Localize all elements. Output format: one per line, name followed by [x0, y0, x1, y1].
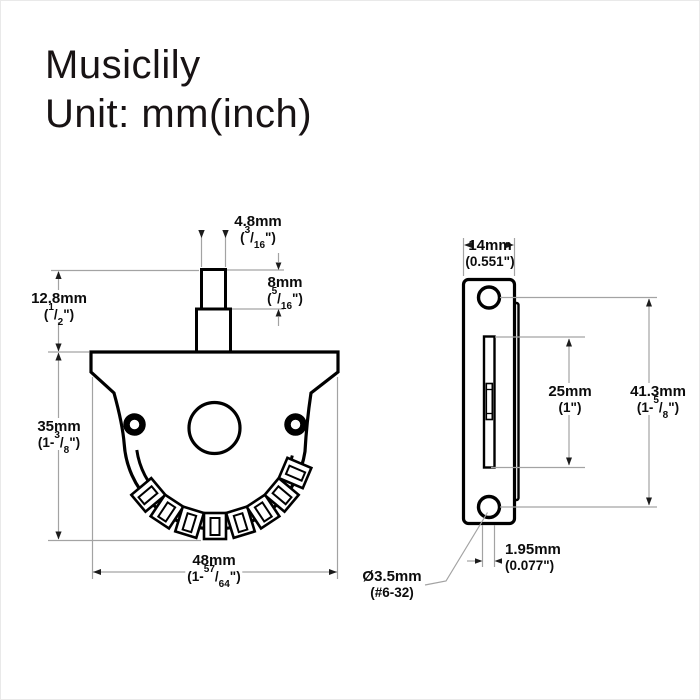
- lever-blade: [485, 382, 494, 421]
- terminal-lug: [202, 511, 228, 541]
- terminal-lug: [277, 456, 314, 490]
- diameter-leader-line: [424, 512, 489, 586]
- dim-slot-width: 1.95mm (0.077"): [505, 541, 561, 573]
- dim-shaft-width: 4.8mm (3/16"): [234, 213, 282, 252]
- mounting-hole-left: [123, 413, 146, 436]
- switch-shaft-bushing: [195, 307, 232, 355]
- front-view-drawing: [89, 268, 340, 541]
- dim-shaft-height: 8mm (5/16"): [267, 274, 303, 313]
- title-block: Musiclily Unit: mm(inch): [45, 41, 312, 139]
- switch-shaft-tip: [200, 268, 227, 311]
- side-view-drawing: [461, 277, 520, 526]
- terminal-lug: [244, 492, 282, 531]
- terminal-lug: [148, 492, 186, 531]
- terminal-lug: [262, 476, 301, 514]
- terminal-lug: [129, 476, 168, 514]
- dim-slot-length: 25mm (1"): [546, 383, 594, 415]
- terminal-lug: [173, 504, 206, 540]
- mounting-hole-right: [284, 413, 307, 436]
- dim-hole-spacing: 41.3mm (1-5/8"): [628, 383, 688, 422]
- dim-body-height: 35mm (1-3/8"): [35, 418, 83, 457]
- dim-plate-width: 48mm (1-57/64"): [185, 552, 243, 591]
- unit-note: Unit: mm(inch): [45, 92, 313, 136]
- shaft-bore-circle: [187, 400, 242, 456]
- dim-screw-hole: Ø3.5mm (#6-32): [362, 568, 422, 600]
- dim-tip-to-plate: 12.8mm (1/2"): [29, 290, 89, 329]
- brand-name: Musiclily: [45, 43, 201, 87]
- terminal-lug: [224, 504, 257, 540]
- dimension-arrows: [55, 230, 652, 575]
- dim-side-width: 14mm (0.551"): [465, 237, 515, 269]
- screw-hole-bottom: [476, 494, 502, 520]
- screw-hole-top: [476, 285, 502, 310]
